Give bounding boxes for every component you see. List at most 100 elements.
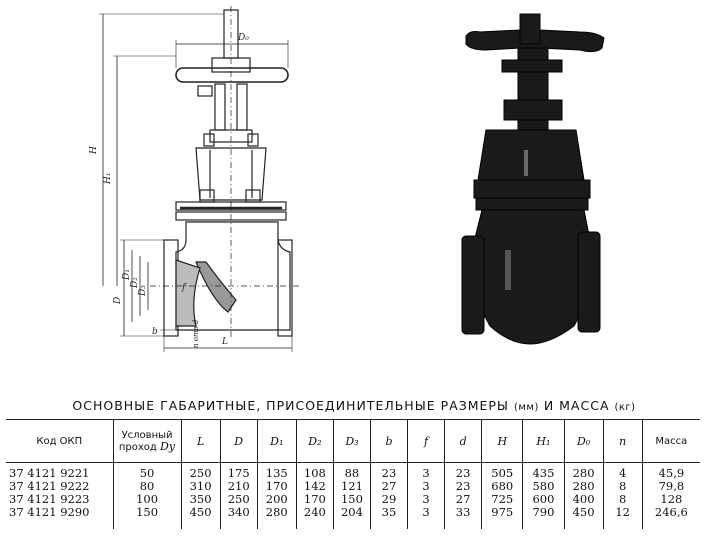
table-header-row: Код ОКП Условный проход Dу L D D₁ D₂ D₃ … bbox=[6, 419, 700, 463]
table-value: 35 bbox=[381, 505, 397, 519]
table-value: 400 bbox=[572, 492, 595, 506]
table-value: 310 bbox=[189, 479, 212, 493]
table-value: 975 bbox=[491, 505, 514, 519]
table-value: 170 bbox=[265, 479, 288, 493]
header-d: D bbox=[219, 419, 258, 463]
table-value: 246,6 bbox=[654, 505, 688, 519]
table-value: 580 bbox=[532, 479, 555, 493]
table-value: 340 bbox=[227, 505, 250, 519]
table-caption: ОСНОВНЫЕ ГАБАРИТНЫЕ, ПРИСОЕДИНИТЕЛЬНЫЕ Р… bbox=[0, 398, 708, 413]
table-value: 200 bbox=[265, 492, 288, 506]
label-f: f bbox=[181, 283, 187, 293]
table-value: 175 bbox=[227, 466, 250, 480]
table-value: 204 bbox=[340, 505, 363, 519]
header-d3: D₃ bbox=[332, 419, 371, 463]
table-value: 142 bbox=[303, 479, 326, 493]
table-value: 280 bbox=[265, 505, 288, 519]
table-value: 3 bbox=[422, 492, 430, 506]
table-value: 790 bbox=[532, 505, 555, 519]
table-value: 23 bbox=[455, 479, 471, 493]
table-value: 350 bbox=[189, 492, 212, 506]
label-d2: D₂ bbox=[130, 277, 140, 289]
header-mass: Масса bbox=[641, 419, 700, 463]
table-value: 37 4121 9290 bbox=[9, 505, 90, 519]
table-value: 8 bbox=[619, 479, 627, 493]
valve-technical-drawing bbox=[99, 6, 300, 352]
table-value: 79,8 bbox=[658, 479, 685, 493]
table-value: 435 bbox=[532, 466, 555, 480]
table-value: 121 bbox=[340, 479, 363, 493]
gate-valve-figure: D₀ H H₁ D D₁ D₂ D₃ f b n отв d L bbox=[89, 6, 605, 352]
table-value: 280 bbox=[572, 466, 595, 480]
table-value: 250 bbox=[189, 466, 212, 480]
table-value: 250 bbox=[227, 492, 250, 506]
header-b: b bbox=[369, 419, 408, 463]
table-value: 3 bbox=[422, 479, 430, 493]
table-value: 80 bbox=[139, 479, 155, 493]
table-value: 150 bbox=[136, 505, 159, 519]
caption-unit-kg: (кг) bbox=[614, 402, 636, 413]
table-value: 725 bbox=[491, 492, 514, 506]
table-value: 100 bbox=[136, 492, 159, 506]
label-d3: D₃ bbox=[138, 285, 148, 297]
caption-main: ОСНОВНЫЕ ГАБАРИТНЫЕ, ПРИСОЕДИНИТЕЛЬНЫЕ Р… bbox=[72, 398, 509, 413]
table-value: 23 bbox=[455, 466, 471, 480]
table-value: 135 bbox=[265, 466, 288, 480]
table-value: 680 bbox=[491, 479, 514, 493]
header-okp-code: Код ОКП bbox=[6, 419, 114, 463]
header-d0: D₀ bbox=[563, 419, 604, 463]
label-d0: D₀ bbox=[237, 33, 249, 43]
table-value: 170 bbox=[303, 492, 326, 506]
table-value: 3 bbox=[422, 505, 430, 519]
label-l: L bbox=[221, 337, 228, 347]
label-h1: H₁ bbox=[103, 173, 113, 185]
table-value: 4 bbox=[619, 466, 627, 480]
header-d1: D₁ bbox=[256, 419, 297, 463]
valve-photograph bbox=[461, 13, 605, 345]
header-f: f bbox=[407, 419, 445, 463]
table-value: 3 bbox=[422, 466, 430, 480]
table-value: 280 bbox=[572, 479, 595, 493]
table-value: 240 bbox=[303, 505, 326, 519]
table-value: 128 bbox=[660, 492, 683, 506]
dimensions-table: Код ОКП Условный проход Dу L D D₁ D₂ D₃ … bbox=[6, 419, 700, 529]
table-value: 12 bbox=[615, 505, 630, 519]
header-small-d: d bbox=[444, 419, 482, 463]
table-value: 37 4121 9223 bbox=[9, 492, 90, 506]
header-d2: D₂ bbox=[295, 419, 334, 463]
table-value: 88 bbox=[344, 466, 360, 480]
label-b: b bbox=[152, 327, 158, 337]
caption-unit-mm: (мм) bbox=[513, 402, 539, 413]
table-value: 45,9 bbox=[658, 466, 685, 480]
table-value: 8 bbox=[619, 492, 627, 506]
table-value: 27 bbox=[381, 479, 397, 493]
label-d1: D₁ bbox=[122, 269, 132, 281]
label-d: D bbox=[113, 297, 123, 305]
table-value: 210 bbox=[227, 479, 250, 493]
table-value: 27 bbox=[455, 492, 471, 506]
table-value: 150 bbox=[340, 492, 363, 506]
table-value: 23 bbox=[381, 466, 397, 480]
table-value: 505 bbox=[491, 466, 514, 480]
header-h: H bbox=[481, 419, 523, 463]
table-value: 600 bbox=[532, 492, 555, 506]
caption-and: И МАССА bbox=[543, 398, 610, 413]
table-value: 37 4121 9222 bbox=[9, 479, 90, 493]
table-value: 50 bbox=[139, 466, 155, 480]
label-h: H bbox=[89, 146, 99, 155]
table-value: 33 bbox=[455, 505, 471, 519]
